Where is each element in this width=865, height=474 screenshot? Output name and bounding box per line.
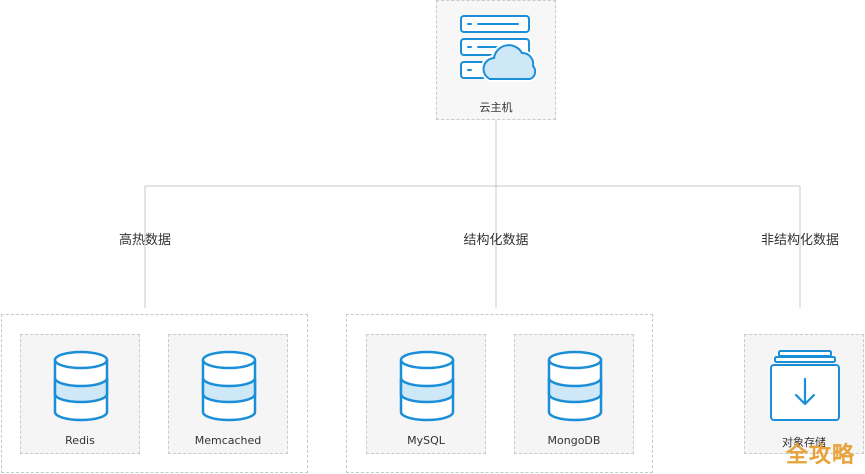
branch-label-hot: 高热数据 [118, 233, 171, 248]
node-mysql[interactable]: MySQL [366, 334, 486, 454]
database-icon [547, 350, 603, 422]
database-icon [399, 350, 455, 422]
watermark-text: 全攻略 [785, 443, 855, 468]
cloud-host-node[interactable]: 云主机 [436, 0, 556, 120]
branch-label-structured: 结构化数据 [463, 233, 529, 248]
database-icon [201, 350, 257, 422]
object-storage-icon [770, 350, 840, 421]
server-cloud-icon [460, 15, 536, 82]
node-redis[interactable]: Redis [20, 334, 140, 454]
node-mongodb[interactable]: MongoDB [514, 334, 634, 454]
node-label: Memcached [194, 434, 262, 447]
branch-label-unstructured: 非结构化数据 [760, 233, 839, 248]
cloud-host-label: 云主机 [479, 101, 513, 114]
node-memcached[interactable]: Memcached [168, 334, 288, 454]
node-label: 对象存储 [782, 436, 826, 449]
node-label: MySQL [407, 434, 445, 447]
node-object-storage[interactable]: 对象存储 [744, 334, 864, 454]
node-label: Redis [65, 434, 95, 447]
node-label: MongoDB [547, 434, 601, 447]
database-icon [53, 350, 109, 422]
